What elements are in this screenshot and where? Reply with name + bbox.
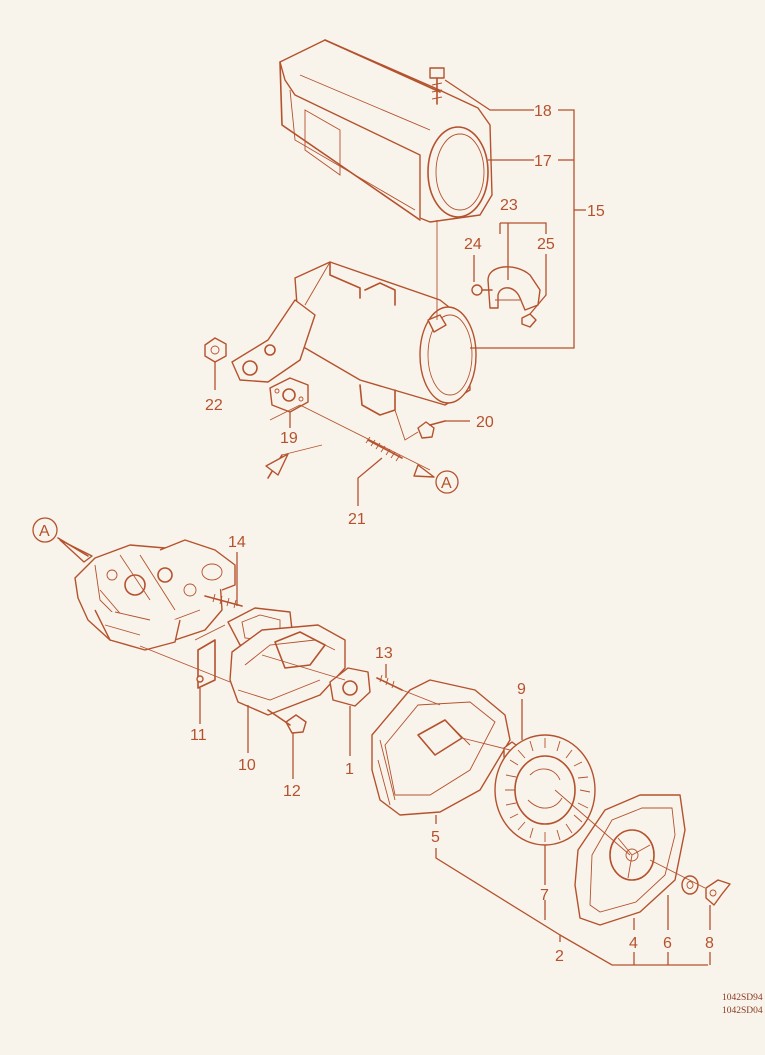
connector-mark-top: A bbox=[441, 475, 452, 492]
washer-6-part bbox=[681, 875, 699, 895]
screw-18-part bbox=[429, 67, 445, 105]
clamp-part bbox=[471, 266, 541, 328]
wing-nut-8-part bbox=[705, 879, 731, 906]
muffler-part bbox=[231, 261, 477, 416]
air-cleaner-cover-part bbox=[574, 794, 686, 926]
callout-2: 2 bbox=[555, 948, 564, 965]
callout-22: 22 bbox=[205, 397, 223, 414]
callout-6: 6 bbox=[663, 935, 672, 952]
callout-11: 11 bbox=[190, 727, 207, 744]
carburetor-part bbox=[74, 539, 236, 651]
stud-21-part bbox=[365, 436, 403, 462]
callout-15: 15 bbox=[587, 203, 605, 220]
callout-4: 4 bbox=[629, 935, 638, 952]
ref-code-2: 1042SD04 bbox=[722, 1006, 763, 1016]
ref-code-1: 1042SD94 bbox=[722, 993, 763, 1003]
bolt-12-part bbox=[267, 709, 307, 734]
assembly-lines-upper bbox=[265, 220, 438, 479]
reference-codes: 1042SD94 1042SD04 bbox=[722, 993, 763, 1016]
assembly-lines-lower bbox=[57, 537, 706, 889]
callout-18: 18 bbox=[534, 103, 552, 120]
callout-14: 14 bbox=[228, 534, 246, 551]
callout-1: 1 bbox=[345, 761, 354, 778]
callout-7: 7 bbox=[540, 887, 549, 904]
callout-12: 12 bbox=[283, 783, 301, 800]
callout-23: 23 bbox=[500, 197, 518, 214]
callout-17: 17 bbox=[534, 153, 552, 170]
callout-24: 24 bbox=[464, 236, 482, 253]
nut-22-part bbox=[204, 337, 227, 363]
gasket-1-part bbox=[329, 667, 371, 707]
bolt-20-part bbox=[417, 420, 446, 439]
callout-13: 13 bbox=[375, 645, 393, 662]
air-cleaner-case-part bbox=[371, 679, 511, 816]
connector-mark-bottom: A bbox=[39, 523, 50, 540]
callout-labels: 18 17 15 23 24 25 22 19 20 21 14 13 9 11… bbox=[39, 103, 714, 965]
callout-20: 20 bbox=[476, 414, 494, 431]
callout-10: 10 bbox=[238, 757, 256, 774]
callout-19: 19 bbox=[280, 430, 298, 447]
callout-5: 5 bbox=[431, 829, 440, 846]
filter-element-part bbox=[494, 734, 596, 846]
callout-21: 21 bbox=[348, 511, 366, 528]
muffler-cover-part bbox=[279, 39, 493, 223]
callout-9: 9 bbox=[517, 681, 526, 698]
callout-25: 25 bbox=[537, 236, 555, 253]
gasket-19-part bbox=[269, 377, 309, 413]
stud-13-part bbox=[376, 674, 403, 691]
leader-lines bbox=[32, 79, 711, 966]
callout-8: 8 bbox=[705, 935, 714, 952]
stud-14-part bbox=[204, 593, 243, 609]
